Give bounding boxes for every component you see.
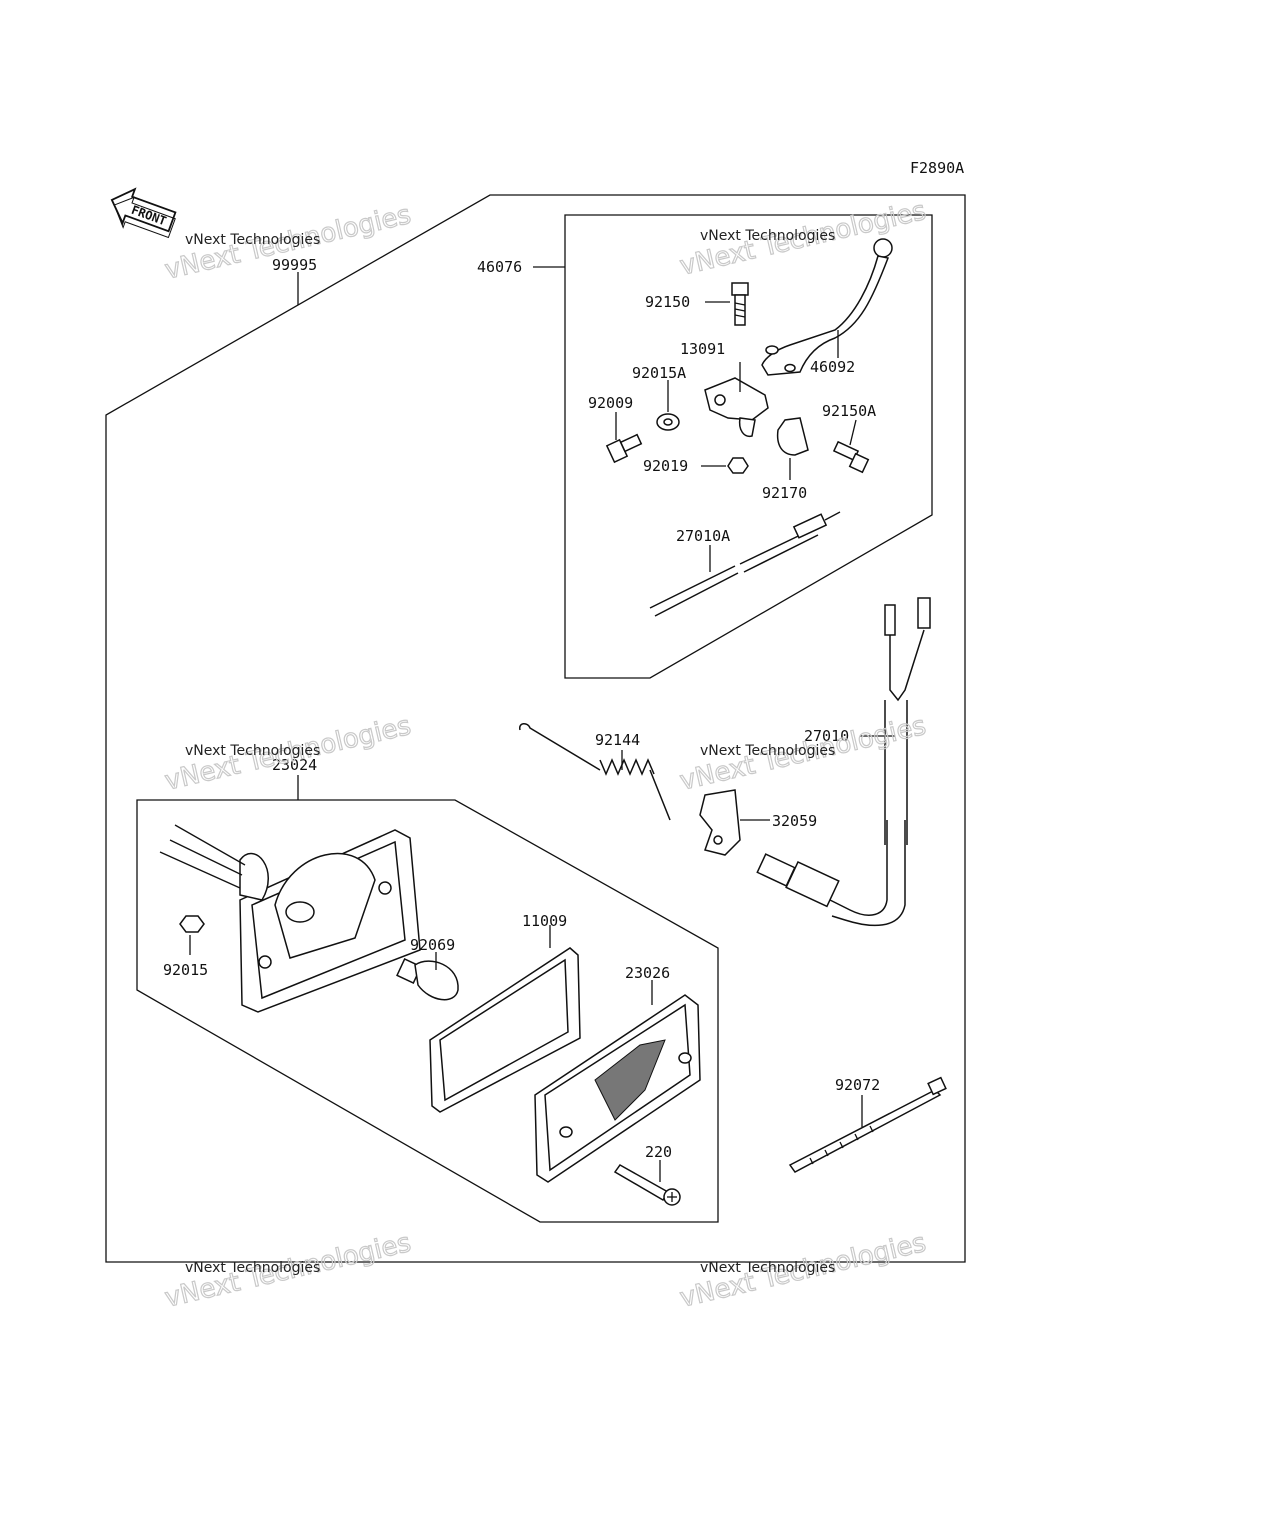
label-23024: 23024 (272, 756, 317, 774)
watermark: vNext Technologies vNext Technologies (677, 195, 930, 282)
label-27010: 27010 (804, 727, 849, 745)
bulb-part (396, 958, 459, 1001)
label-92019: 92019 (643, 457, 688, 475)
svg-text:vNext Technologies: vNext Technologies (700, 743, 835, 759)
label-46076: 46076 (477, 258, 522, 276)
label-92015A: 92015A (632, 364, 686, 382)
lens-part (534, 994, 701, 1183)
spring-part (519, 723, 671, 821)
svg-text:vNext Technologies: vNext Technologies (185, 1260, 320, 1276)
band-part (788, 1076, 947, 1173)
lever-part (761, 238, 893, 376)
brake-lever-frame (564, 214, 933, 679)
label-23026: 23026 (625, 964, 670, 982)
svg-text:vNext Technologies: vNext Technologies (185, 232, 320, 248)
bolt-part (731, 282, 749, 326)
label-11009: 11009 (522, 912, 567, 930)
label-92072: 92072 (835, 1076, 880, 1094)
gasket-part (429, 947, 581, 1113)
label-92069: 92069 (410, 936, 455, 954)
switch-lead-part (649, 511, 841, 617)
front-arrow-icon: FRONT (110, 187, 177, 239)
pivot-bolt-part (605, 433, 643, 464)
label-99995: 99995 (272, 256, 317, 274)
watermark: vNext Technologies vNext Technologies (677, 1227, 930, 1314)
svg-text:vNext Technologies: vNext Technologies (700, 228, 835, 244)
stop-switch-part (756, 597, 931, 927)
lens-reflector-pattern (594, 1039, 666, 1121)
label-27010A: 27010A (676, 527, 730, 545)
svg-text:vNext Technologies: vNext Technologies (700, 1260, 835, 1276)
label-92015: 92015 (163, 961, 208, 979)
label-32059: 32059 (772, 812, 817, 830)
svg-text:vNext Technologies: vNext Technologies (185, 743, 320, 759)
bracket-part (699, 789, 741, 856)
lamp-housing-part (159, 824, 421, 1013)
lamp-nut-part (179, 915, 205, 933)
label-220: 220 (645, 1143, 672, 1161)
assembly-frame (105, 194, 966, 1263)
figure-code: F2890A (910, 159, 964, 177)
label-92150: 92150 (645, 293, 690, 311)
label-92170: 92170 (762, 484, 807, 502)
label-13091: 13091 (680, 340, 725, 358)
nut-part (727, 457, 749, 474)
screw-part (613, 1164, 681, 1206)
watermark: vNext Technologies vNext Technologies (677, 710, 930, 797)
label-92144: 92144 (595, 731, 640, 749)
label-46092: 46092 (810, 358, 855, 376)
collar-part (656, 413, 680, 431)
watermark: vNext Technologies vNext Technologies (162, 1227, 415, 1314)
clamp-part (776, 417, 809, 456)
label-92009: 92009 (588, 394, 633, 412)
holder-part (704, 377, 769, 438)
watermark: vNext Technologies vNext Technologies (162, 710, 415, 797)
clamp-bolt-part (832, 440, 870, 474)
label-92150A: 92150A (822, 402, 876, 420)
lamp-frame (136, 799, 719, 1223)
